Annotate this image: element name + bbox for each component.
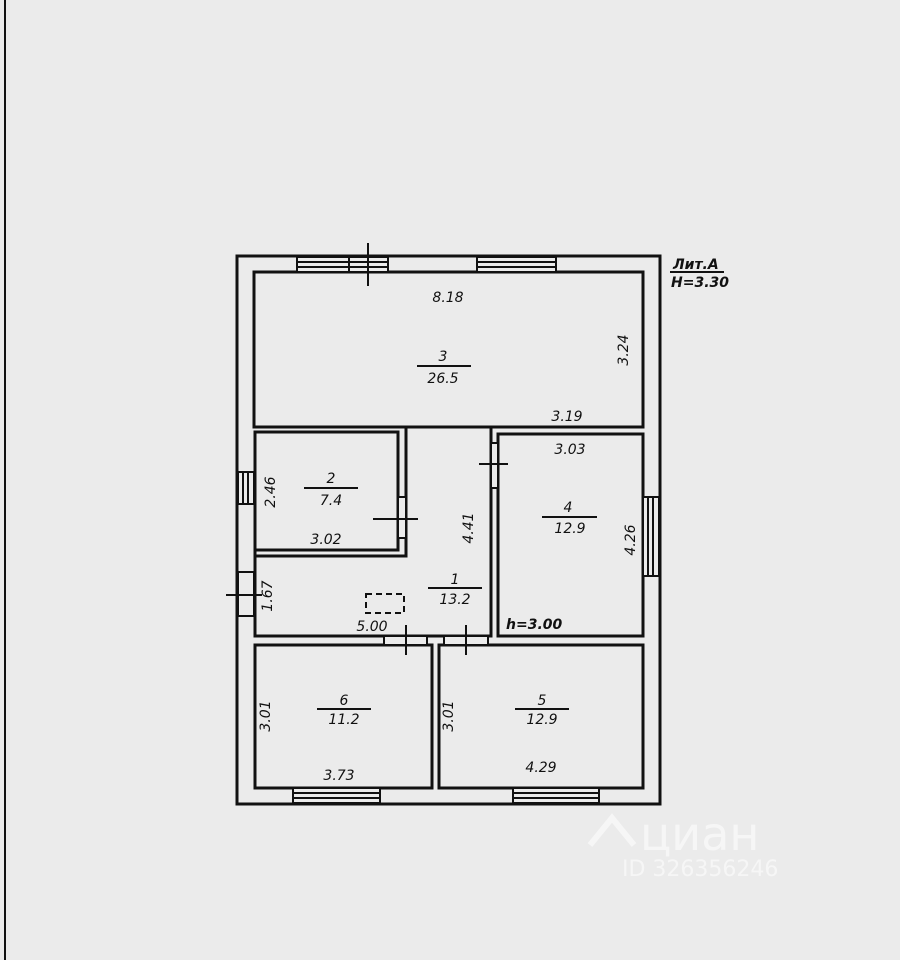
svg-text:4: 4 bbox=[564, 500, 573, 516]
watermark: циан ID 326356246 bbox=[587, 807, 778, 882]
svg-text:1: 1 bbox=[451, 572, 460, 588]
dim-r1-depth: 1.67 bbox=[260, 580, 276, 611]
window-bottom-right bbox=[512, 787, 600, 804]
dim-r4-depth: 4.26 bbox=[623, 524, 639, 555]
door-room-6 bbox=[383, 625, 428, 655]
room-5-label: 512.9 bbox=[515, 693, 569, 728]
window-top-left bbox=[296, 256, 389, 273]
dim-r4-width: 3.03 bbox=[554, 442, 585, 458]
svg-text:циан: циан bbox=[640, 807, 759, 861]
dim-r5-depth: 3.01 bbox=[441, 700, 457, 731]
dim-r5-width: 4.29 bbox=[525, 760, 556, 776]
svg-text:ID 326356246: ID 326356246 bbox=[622, 857, 778, 882]
door-room-5 bbox=[443, 625, 489, 655]
svg-text:2: 2 bbox=[327, 471, 336, 487]
svg-text:11.2: 11.2 bbox=[328, 712, 359, 728]
room-4-label: 412.9 bbox=[542, 500, 597, 537]
svg-text:13.2: 13.2 bbox=[439, 592, 470, 608]
svg-text:6: 6 bbox=[340, 693, 349, 709]
building-height: H=3.30 bbox=[671, 275, 729, 291]
fixture-dashed bbox=[365, 593, 405, 614]
window-right bbox=[642, 496, 660, 577]
dim-r2-depth: 2.46 bbox=[263, 476, 279, 507]
room-2-label: 27.4 bbox=[304, 471, 358, 509]
room-1-label: 113.2 bbox=[428, 572, 482, 608]
svg-text:12.9: 12.9 bbox=[526, 712, 557, 728]
svg-text:26.5: 26.5 bbox=[427, 371, 458, 387]
entrance-door bbox=[226, 571, 262, 617]
dim-r3-depth: 3.24 bbox=[616, 334, 632, 365]
dim-r1-length: 4.41 bbox=[461, 512, 477, 543]
building-label: Лит.А bbox=[672, 257, 719, 273]
room-6-label: 611.2 bbox=[317, 693, 371, 728]
dim-r6-width: 3.73 bbox=[323, 768, 354, 784]
cian-logo-icon bbox=[587, 813, 637, 847]
dim-r6-depth: 3.01 bbox=[258, 700, 274, 731]
dim-r1-width: 5.00 bbox=[356, 619, 387, 635]
dim-r2-width: 3.02 bbox=[310, 532, 341, 548]
window-left bbox=[237, 471, 255, 505]
svg-text:3: 3 bbox=[439, 349, 448, 365]
svg-text:12.9: 12.9 bbox=[554, 521, 585, 537]
room-3-label: 326.5 bbox=[417, 349, 471, 387]
svg-text:7.4: 7.4 bbox=[320, 493, 342, 509]
door-room-2 bbox=[373, 496, 418, 539]
dim-r3-bottom: 3.19 bbox=[551, 409, 582, 425]
window-top-right bbox=[476, 256, 557, 273]
door-room-4 bbox=[479, 442, 508, 489]
dim-r3-width: 8.18 bbox=[432, 290, 463, 306]
window-bottom-left bbox=[292, 787, 381, 804]
room-4-height: h=3.00 bbox=[506, 617, 562, 633]
svg-text:5: 5 bbox=[538, 693, 547, 709]
